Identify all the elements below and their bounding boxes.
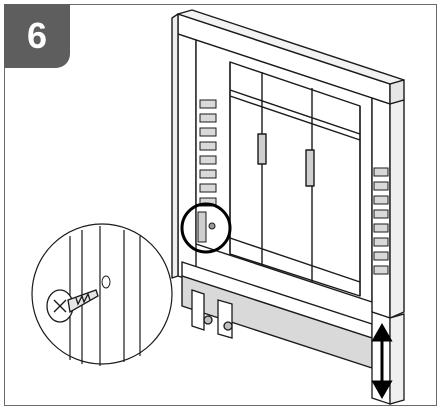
- screw-hole-icon: [101, 275, 111, 289]
- right-rail-slots: [373, 167, 389, 275]
- cabinet-frame: [171, 9, 405, 319]
- step-badge: 6: [4, 4, 70, 68]
- detail-callout-circle: [180, 202, 232, 254]
- step-number: 6: [26, 15, 48, 56]
- detail-callout-content: [197, 211, 216, 243]
- left-rail-slots: [199, 99, 217, 207]
- screw-icon: [46, 289, 99, 323]
- double-arrow-icon: [371, 322, 393, 400]
- magnified-detail: [31, 223, 173, 366]
